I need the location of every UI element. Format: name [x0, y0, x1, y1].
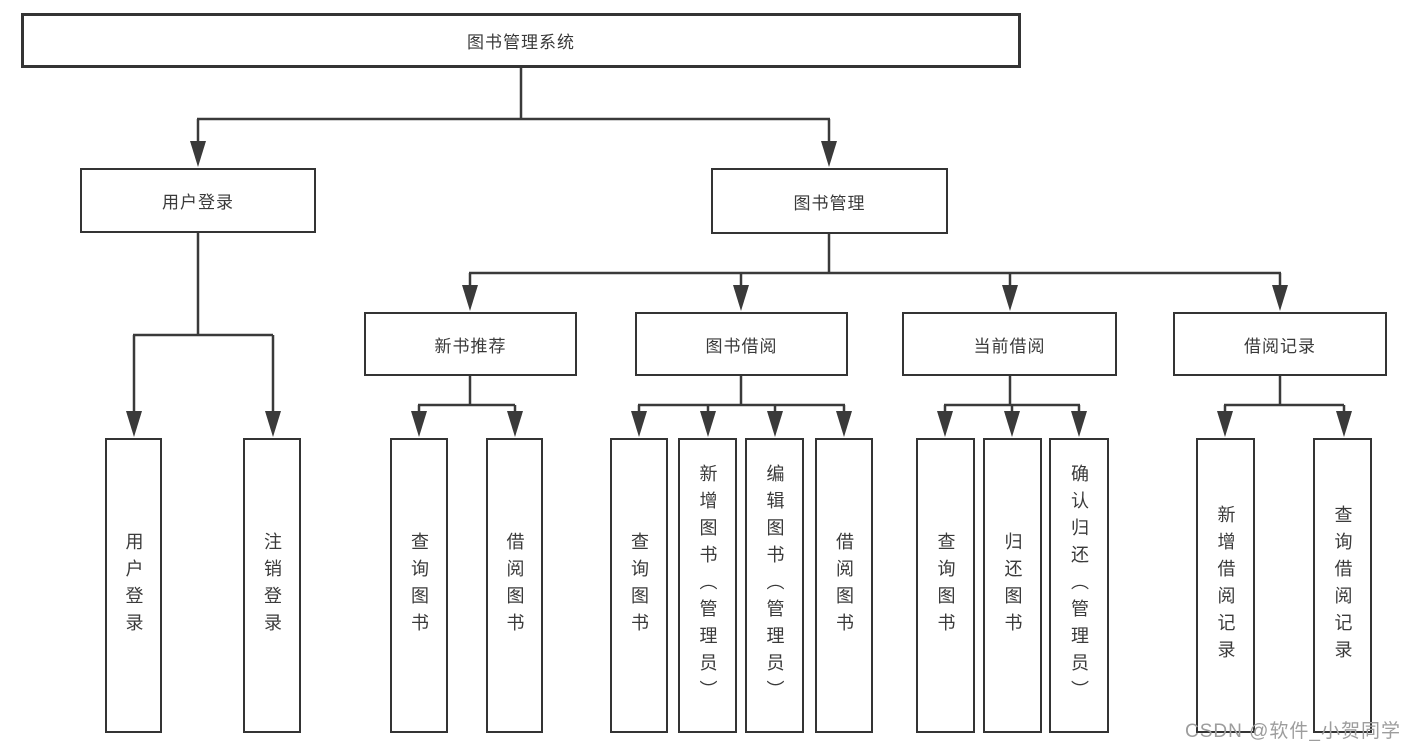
leaf-borrow-books: 借阅图书 — [815, 438, 873, 733]
leaf-label: 查询图书 — [629, 531, 649, 640]
leaf-label: 查询图书 — [409, 531, 429, 640]
node-new-book-recommend: 新书推荐 — [364, 312, 577, 376]
leaf-label: 归还图书 — [1002, 531, 1023, 640]
leaf-add-borrow-record: 新增借阅记录 — [1196, 438, 1255, 733]
node-root-label: 图书管理系统 — [467, 33, 575, 52]
leaf-user-login: 用户登录 — [105, 438, 162, 733]
leaf-label: 借阅图书 — [834, 531, 854, 640]
leaf-label: 新增借阅记录 — [1215, 504, 1236, 667]
leaf-label: 查询借阅记录 — [1332, 504, 1353, 667]
node-current-borrow-label: 当前借阅 — [973, 336, 1046, 356]
leaf-borrow-books-recommend: 借阅图书 — [486, 438, 543, 733]
leaf-query-borrow-record: 查询借阅记录 — [1313, 438, 1372, 733]
node-book-borrow-label: 图书借阅 — [705, 336, 778, 356]
leaf-confirm-return-admin: 确认归还（管理员） — [1049, 438, 1109, 733]
leaf-add-books-admin: 新增图书（管理员） — [678, 438, 737, 733]
node-book-management-branch: 图书管理 — [711, 168, 948, 234]
leaf-label: 用户登录 — [123, 531, 144, 640]
leaf-label: 新增图书（管理员） — [697, 464, 718, 707]
leaf-edit-books-admin: 编辑图书（管理员） — [745, 438, 804, 733]
node-book-management-branch-label: 图书管理 — [793, 193, 866, 213]
node-root: 图书管理系统 — [21, 13, 1021, 68]
leaf-label: 编辑图书（管理员） — [764, 464, 785, 707]
leaf-query-books-current: 查询图书 — [916, 438, 975, 733]
node-user-login-branch: 用户登录 — [80, 168, 316, 233]
leaf-query-books-recommend: 查询图书 — [390, 438, 448, 733]
leaf-return-books: 归还图书 — [983, 438, 1042, 733]
node-book-borrow: 图书借阅 — [635, 312, 848, 376]
leaf-query-books-borrow: 查询图书 — [610, 438, 668, 733]
node-borrow-records-label: 借阅记录 — [1244, 336, 1316, 356]
leaf-label: 注销登录 — [262, 531, 282, 640]
leaf-label: 确认归还（管理员） — [1069, 464, 1089, 707]
leaf-label: 借阅图书 — [504, 531, 525, 640]
leaf-label: 查询图书 — [935, 531, 956, 640]
node-user-login-branch-label: 用户登录 — [162, 193, 234, 212]
csdn-watermark: CSDN @软件_小贺同学 — [1185, 721, 1401, 742]
node-current-borrow: 当前借阅 — [902, 312, 1117, 376]
node-new-book-recommend-label: 新书推荐 — [434, 336, 507, 356]
node-borrow-records: 借阅记录 — [1173, 312, 1387, 376]
leaf-logout: 注销登录 — [243, 438, 301, 733]
